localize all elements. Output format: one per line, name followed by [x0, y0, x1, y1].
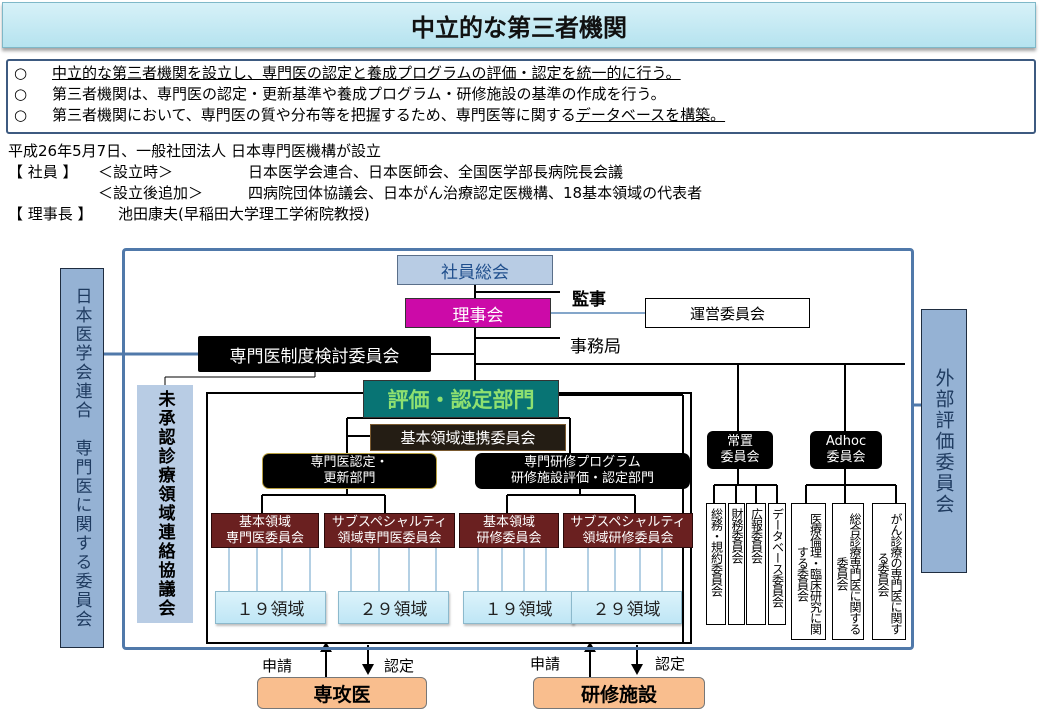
- specialist-cert-dept: 専門医認定・更新部門: [262, 453, 437, 489]
- established-line: 平成26年5月7日、一般社団法人 日本専門医機構が設立: [8, 142, 381, 160]
- bullet-text: 第三者機関において、専門医の質や分布等を把握するため、専門医等に関する: [52, 106, 576, 124]
- jmsf-committee: 日本医学会連合 専門医に関する委員会: [60, 268, 104, 648]
- organization-frame: [122, 248, 914, 650]
- bullet-item: ○ 中立的な第三者機関を設立し、専門医の認定と養成プログラムの評価・認定を統一的…: [14, 63, 1028, 84]
- training-facility-box: 研修施設: [533, 677, 705, 709]
- at-founding-value: 日本医学会連合、日本医師会、全国医学部長病院長会議: [248, 163, 624, 181]
- chair-label: 【 理事長 】: [8, 205, 93, 223]
- committee-box: 基本領域研修委員会: [459, 513, 559, 548]
- members-line: 【 社員 】 ＜設立時＞ 日本医学会連合、日本医師会、全国医学部長病院長会議: [8, 162, 702, 183]
- added-line: ＜設立後追加＞ 四病院団体協議会、日本がん治療認定医機構、18基本領域の代表者: [8, 183, 702, 204]
- basic-domain-link-committee: 基本領域連携委員会: [370, 424, 566, 451]
- chair-value: 池田康夫(早稲田大学理工学術院教授): [118, 205, 370, 223]
- committee-box: 基本領域専門医委員会: [211, 513, 319, 548]
- page-title: 中立的な第三者機関: [2, 2, 1036, 48]
- adhoc-item: 総合診療専門医に関する委員会: [832, 503, 864, 640]
- board-of-directors: 理事会: [405, 298, 551, 328]
- specialist-system-review-committee: 専門医制度検討委員会: [198, 336, 431, 372]
- domain-count-box: ２９領域: [338, 591, 449, 624]
- added-label: ＜設立後追加＞: [98, 184, 204, 202]
- bullet-circle-icon: ○: [14, 85, 28, 103]
- chair-line: 【 理事長 】 池田康夫(早稲田大学理工学術院教授): [8, 204, 702, 225]
- secretariat-label: 事務局: [570, 337, 621, 357]
- management-committee: 運営委員会: [645, 298, 810, 328]
- unapproved-domain-council: 未承認診療領域連絡協議会: [137, 385, 193, 623]
- certify-label: 認定: [384, 657, 415, 675]
- standing-item: 総務・規約委員会: [706, 503, 726, 625]
- adhoc-item: 医療倫理・臨床研究に関する委員会: [791, 503, 826, 640]
- general-meeting: 社員総会: [397, 255, 553, 285]
- resident-box: 専攻医: [257, 677, 427, 709]
- bullet-circle-icon: ○: [14, 64, 28, 82]
- standing-item: 広報委員会: [746, 503, 766, 625]
- bullet-item: ○ 第三者機関において、専門医の質や分布等を把握するため、専門医等に関するデータ…: [14, 105, 1028, 126]
- bullet-text-underlined: データベースを構築。: [575, 106, 726, 124]
- apply-label: 申請: [262, 657, 293, 675]
- bullet-item: ○ 第三者機関は、専門医の認定・更新基準や養成プログラム・研修施設の基準の作成を…: [14, 84, 1028, 105]
- added-value: 四病院団体協議会、日本がん治療認定医機構、18基本領域の代表者: [248, 184, 703, 202]
- committee-box: サブスペシャルティ領域専門医委員会: [324, 513, 455, 548]
- auditor-label: 監事: [572, 290, 606, 310]
- eval-cert-dept: 評価・認定部門: [363, 380, 559, 418]
- members-label: 【 社員 】: [8, 163, 78, 181]
- domain-count-box: １９領域: [215, 591, 326, 624]
- bullet-circle-icon: ○: [14, 106, 28, 124]
- apply-label: 申請: [530, 655, 561, 673]
- establishment-info: 平成26年5月7日、一般社団法人 日本専門医機構が設立 【 社員 】 ＜設立時＞…: [8, 141, 702, 225]
- program-eval-dept: 専門研修プログラム研修施設評価・認定部門: [475, 453, 690, 489]
- standing-item: データベース委員会: [768, 503, 786, 625]
- standing-committee: 常置委員会: [707, 431, 773, 469]
- adhoc-item: がん診療の専門医に関する委員会: [872, 503, 906, 640]
- at-founding-label: ＜設立時＞: [98, 163, 174, 181]
- arrow-down-icon: [362, 664, 374, 675]
- external-eval-committee: 外部評価委員会: [921, 309, 967, 573]
- bullet-text: 中立的な第三者機関を設立し、専門医の認定と養成プログラムの評価・認定を統一的に行…: [52, 64, 681, 82]
- domain-count-box: ２９領域: [571, 591, 682, 624]
- arrow-down-icon: [631, 664, 643, 675]
- committee-box: サブスペシャルティ領域研修委員会: [563, 513, 693, 548]
- certify-label: 認定: [655, 655, 686, 673]
- bullet-text: 第三者機関は、専門医の認定・更新基準や養成プログラム・研修施設の基準の作成を行う…: [52, 85, 666, 103]
- domain-count-box: １９領域: [463, 591, 574, 624]
- summary-bullets: ○ 中立的な第三者機関を設立し、専門医の認定と養成プログラムの評価・認定を統一的…: [6, 59, 1036, 134]
- standing-item: 財務委員会: [728, 503, 745, 625]
